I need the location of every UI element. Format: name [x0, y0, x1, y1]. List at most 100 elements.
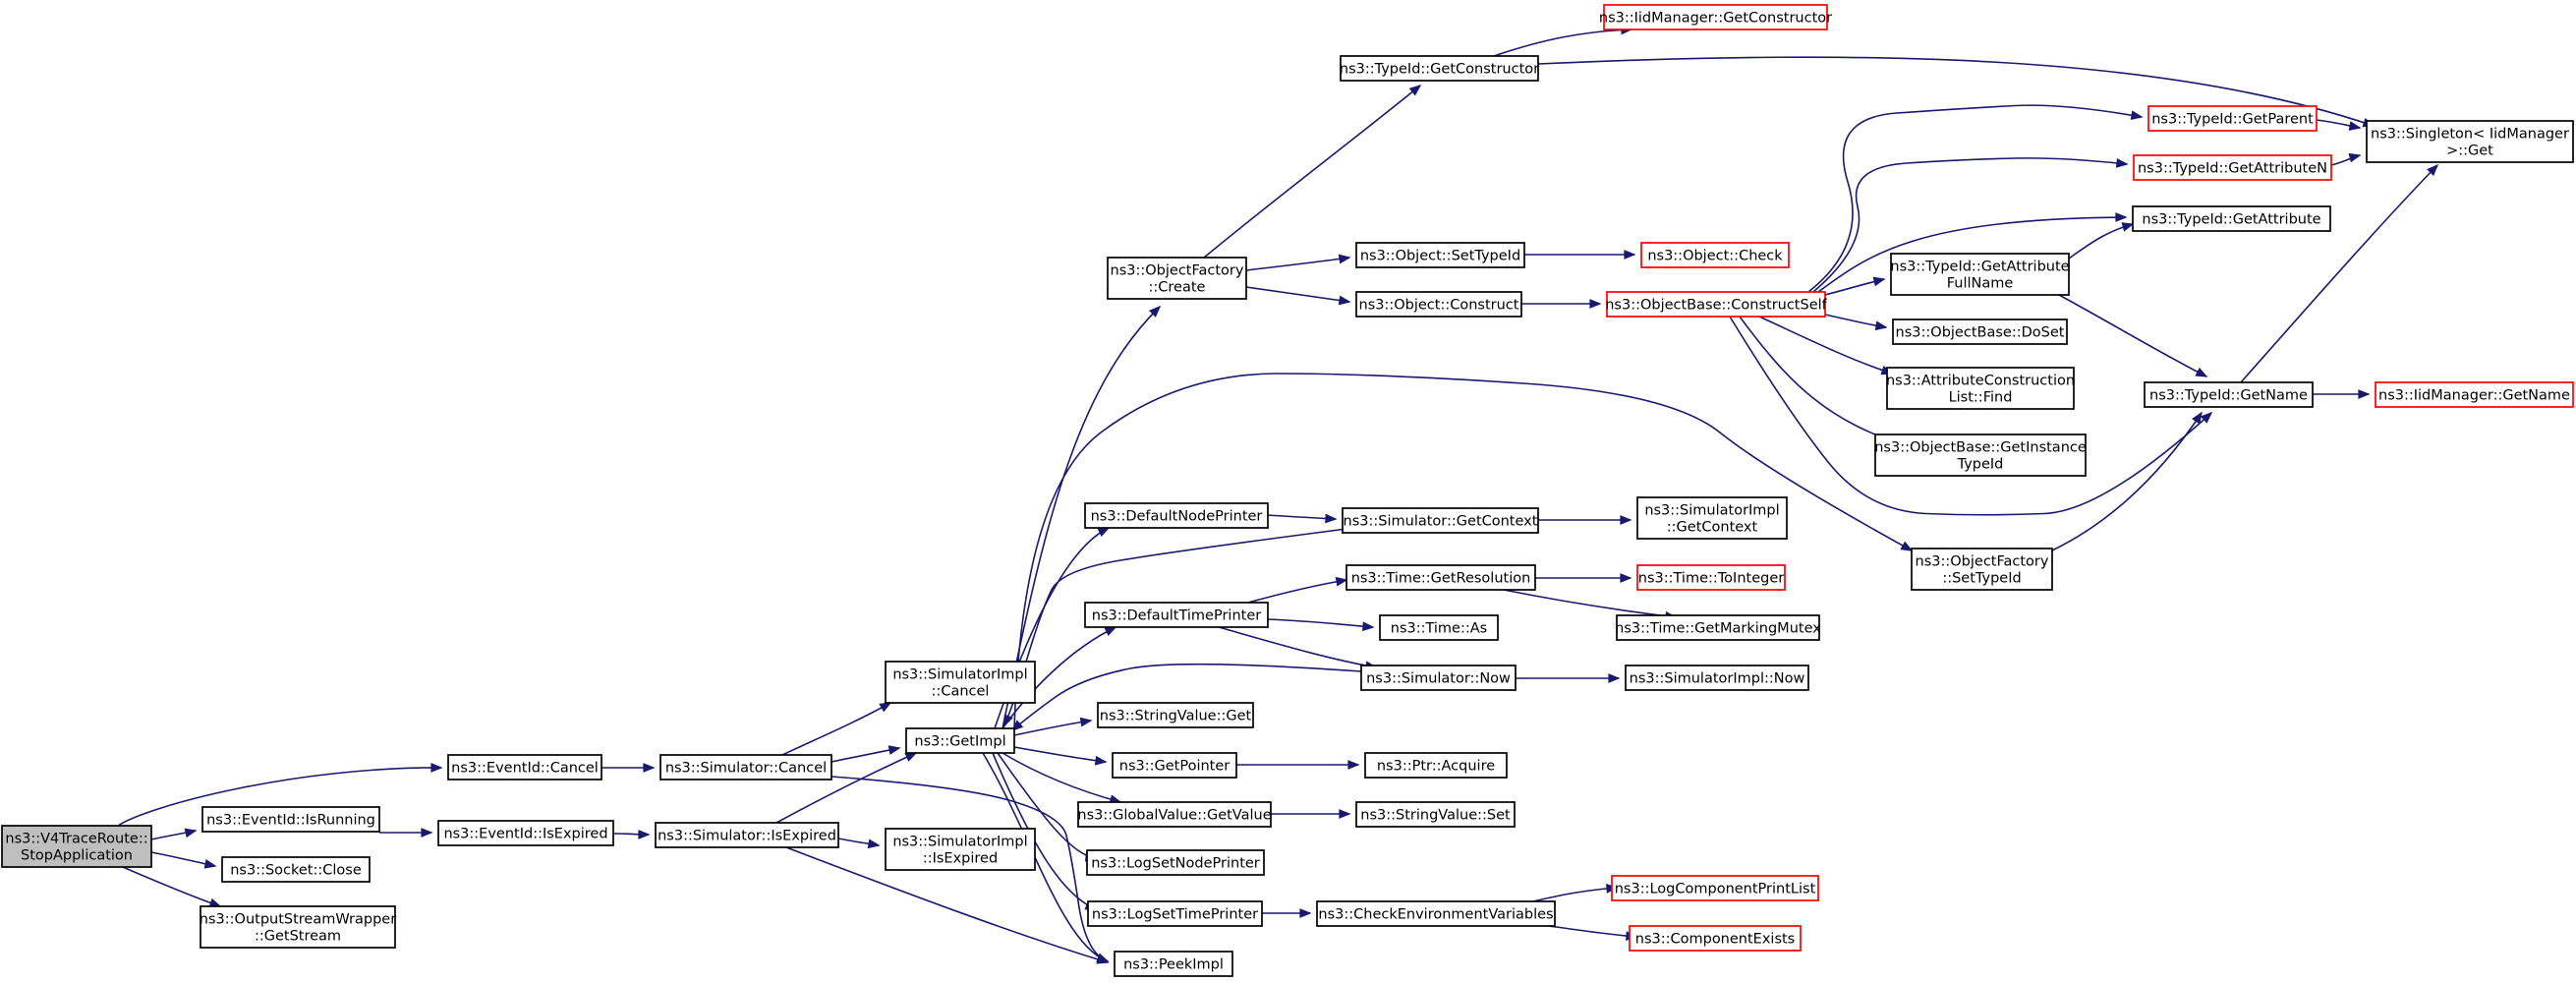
- node-globalvalue-getvalue[interactable]: ns3::GlobalValue::GetValue: [1077, 801, 1272, 828]
- node-peekimpl[interactable]: ns3::PeekImpl: [1114, 951, 1233, 977]
- edge-line: [1807, 104, 2143, 293]
- node-label: ns3::EventId::IsRunning: [206, 813, 375, 829]
- node-time-getmarkingmutex[interactable]: ns3::Time::GetMarkingMutex: [1615, 614, 1821, 641]
- node-label: ns3::TypeId::GetParent: [2151, 112, 2314, 128]
- edge-eventid_isexpired-to-sim_isexpired: [612, 830, 651, 839]
- arrowhead: [2195, 367, 2208, 377]
- node-label: ::Create: [1149, 280, 1206, 296]
- node-componentexists[interactable]: ns3::ComponentExists: [1629, 925, 1802, 952]
- node-sim-isexpired[interactable]: ns3::Simulator::IsExpired: [655, 822, 839, 848]
- node-stringvalue-set[interactable]: ns3::StringValue::Set: [1355, 801, 1516, 828]
- node-iidmanager-getname[interactable]: ns3::IidManager::GetName: [2375, 381, 2574, 408]
- edge-typeid_getconstructor-to-iidmanager_getconstructor: [1493, 25, 1633, 57]
- node-typeid-getconstructor[interactable]: ns3::TypeId::GetConstructor: [1340, 55, 1539, 82]
- edge-root-to-eventid_isrunning: [150, 828, 198, 840]
- edge-objectbase_constructself-to-typeid_getattributen: [1812, 157, 2129, 293]
- edge-getimpl-to-stringvalue_get: [1013, 717, 1093, 736]
- node-label: ns3::DefaultNodePrinter: [1091, 509, 1263, 525]
- node-osw-getstream[interactable]: ns3::OutputStreamWrapper::GetStream: [200, 905, 396, 949]
- node-label: StopApplication: [21, 848, 133, 864]
- node-typeid-getattributen[interactable]: ns3::TypeId::GetAttributeN: [2133, 154, 2332, 181]
- node-box: [1640, 242, 1790, 268]
- edge-defaultnodeprinter-to-sim_getcontext: [1267, 513, 1338, 524]
- arrowhead: [1097, 527, 1111, 537]
- node-iidmanager-getconstructor[interactable]: ns3::IidManager::GetConstructor: [1599, 4, 1832, 30]
- node-eventid-isexpired[interactable]: ns3::EventId::IsExpired: [437, 820, 614, 846]
- node-logsettimeprinter[interactable]: ns3::LogSetTimePrinter: [1087, 900, 1263, 927]
- edge-line: [1013, 746, 1107, 763]
- node-sim-getcontext[interactable]: ns3::Simulator::GetContext: [1342, 507, 1539, 534]
- node-object-check[interactable]: ns3::Object::Check: [1640, 242, 1790, 268]
- node-box: [1, 825, 152, 868]
- node-object-construct[interactable]: ns3::Object::Construct: [1355, 291, 1522, 318]
- edge-getimpl-to-of_settypeid: [1013, 373, 1914, 729]
- edge-object_construct-to-objectbase_constructself: [1521, 299, 1602, 309]
- node-root[interactable]: ns3::V4TraceRoute::StopApplication: [1, 825, 152, 868]
- node-socket-close[interactable]: ns3::Socket::Close: [221, 856, 371, 883]
- node-of-create[interactable]: ns3::ObjectFactory::Create: [1107, 257, 1247, 300]
- node-label: ns3::SimulatorImpl: [1644, 503, 1779, 519]
- node-eventid-isrunning[interactable]: ns3::EventId::IsRunning: [201, 806, 380, 833]
- node-box: [1077, 801, 1272, 828]
- node-label: ns3::StringValue::Set: [1360, 808, 1511, 824]
- node-ptr-acquire[interactable]: ns3::Ptr::Acquire: [1364, 752, 1508, 779]
- arrowhead: [643, 763, 656, 773]
- node-stringvalue-get[interactable]: ns3::StringValue::Get: [1097, 702, 1254, 728]
- node-box: [1114, 951, 1233, 977]
- node-logcomponentprintlist[interactable]: ns3::LogComponentPrintList: [1611, 875, 1819, 901]
- node-singleton-get[interactable]: ns3::Singleton< IidManager >::Get: [2366, 120, 2574, 163]
- node-time-getresolution[interactable]: ns3::Time::GetResolution: [1345, 564, 1536, 591]
- node-of-settypeid[interactable]: ns3::ObjectFactory::SetTypeId: [1911, 548, 2053, 591]
- edge-line: [785, 846, 1109, 963]
- arrowhead: [1149, 305, 1162, 318]
- node-simimpl-getcontext[interactable]: ns3::SimulatorImpl::GetContext: [1636, 496, 1788, 540]
- node-label: ns3::ObjectBase::ConstructSelf: [1605, 298, 1827, 314]
- node-box: [1107, 257, 1247, 300]
- node-box: [2366, 120, 2574, 163]
- edge-line: [1013, 720, 1092, 736]
- node-defaultnodeprinter[interactable]: ns3::DefaultNodePrinter: [1084, 502, 1269, 529]
- node-box: [1611, 875, 1819, 901]
- edge-sim_getcontext-to-simimpl_getcontext: [1538, 515, 1632, 525]
- node-typeid-getparent[interactable]: ns3::TypeId::GetParent: [2147, 105, 2318, 132]
- node-getpointer[interactable]: ns3::GetPointer: [1112, 752, 1237, 779]
- node-sim-now[interactable]: ns3::Simulator::Now: [1360, 665, 1517, 691]
- edge-line: [1503, 589, 1677, 618]
- node-label: ns3::TypeId::GetAttributeN: [2138, 161, 2327, 177]
- arrowhead: [2121, 222, 2135, 232]
- node-box: [1874, 434, 2087, 477]
- node-label: List::Find: [1949, 390, 2013, 406]
- node-simimpl-isexpired[interactable]: ns3::SimulatorImpl::IsExpired: [885, 828, 1036, 871]
- node-box: [1636, 564, 1786, 591]
- node-time-as[interactable]: ns3::Time::As: [1379, 614, 1499, 641]
- node-simimpl-cancel[interactable]: ns3::SimulatorImpl::Cancel: [885, 661, 1036, 704]
- node-object-settypeid[interactable]: ns3::Object::SetTypeId: [1355, 242, 1525, 268]
- node-label: ns3::Time::GetResolution: [1351, 571, 1531, 587]
- node-defaulttimeprinter[interactable]: ns3::DefaultTimePrinter: [1084, 602, 1269, 628]
- node-simimpl-now[interactable]: ns3::SimulatorImpl::Now: [1625, 665, 1809, 691]
- node-objectbase-doset[interactable]: ns3::ObjectBase::DoSet: [1892, 318, 2068, 345]
- arrowhead: [1104, 626, 1117, 637]
- arrowhead: [1299, 908, 1312, 918]
- edge-line: [982, 752, 1109, 962]
- node-getimpl[interactable]: ns3::GetImpl: [905, 727, 1015, 754]
- edge-of_create-to-object_construct: [1245, 286, 1351, 306]
- node-box: [437, 820, 614, 846]
- node-time-tointeger[interactable]: ns3::Time::ToInteger: [1636, 564, 1786, 591]
- node-checkenvvars[interactable]: ns3::CheckEnvironmentVariables: [1316, 900, 1556, 927]
- edge-typeid_getparent-to-singleton_get: [2316, 119, 2362, 131]
- node-objectbase-constructself[interactable]: ns3::ObjectBase::ConstructSelf: [1605, 291, 1828, 318]
- edge-of_settypeid-to-typeid_getname: [2051, 411, 2203, 551]
- node-typeid-getname[interactable]: ns3::TypeId::GetName: [2144, 381, 2314, 408]
- node-box: [2375, 381, 2574, 408]
- node-typeid-getattribute[interactable]: ns3::TypeId::GetAttribute: [2132, 205, 2331, 232]
- arrowhead: [430, 763, 443, 773]
- node-eventid-cancel[interactable]: ns3::EventId::Cancel: [447, 754, 602, 781]
- node-logsetnodeprinter[interactable]: ns3::LogSetNodePrinter: [1086, 849, 1265, 876]
- node-sim-cancel[interactable]: ns3::Simulator::Cancel: [659, 754, 832, 781]
- node-box: [1360, 665, 1517, 691]
- call-graph-nodes: ns3::V4TraceRoute::StopApplication ns3::E…: [1, 4, 2574, 977]
